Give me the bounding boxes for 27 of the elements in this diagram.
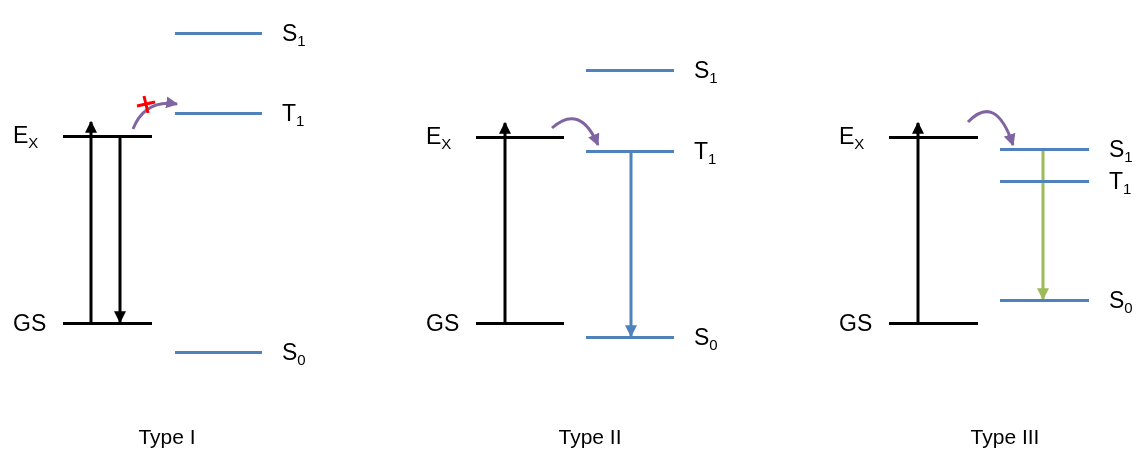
level-label: GS [426, 309, 460, 338]
level-label: S$_{1}$ [1109, 135, 1133, 164]
panel-caption: Type II [558, 425, 622, 449]
arrow [625, 151, 637, 338]
arrow [85, 120, 97, 323]
curved-arrow [966, 110, 1015, 147]
arrow [114, 136, 126, 324]
level-label: T$_{1}$ [282, 99, 305, 128]
arrow [499, 121, 511, 323]
level-label: S$_{1}$ [282, 19, 306, 48]
level-label: S$_{0}$ [282, 338, 306, 367]
panel-caption: Type I [138, 425, 196, 449]
level-label: GS [839, 309, 873, 338]
level-label: S$_{1}$ [694, 56, 718, 85]
level-label: E$_{X}$ [13, 121, 39, 150]
level-label: E$_{X}$ [839, 122, 865, 151]
level-label: GS [13, 309, 47, 338]
arrow [1037, 149, 1049, 301]
panel-caption: Type III [970, 425, 1040, 449]
level-label: T$_{1}$ [694, 137, 717, 166]
curved-arrow [551, 117, 600, 147]
level-label: E$_{X}$ [426, 122, 452, 151]
level-label: S$_{0}$ [1109, 286, 1133, 315]
arrow [912, 121, 924, 323]
curved-arrow [131, 96, 179, 130]
level-label: S$_{0}$ [694, 323, 718, 352]
level-label: T$_{1}$ [1109, 167, 1132, 196]
